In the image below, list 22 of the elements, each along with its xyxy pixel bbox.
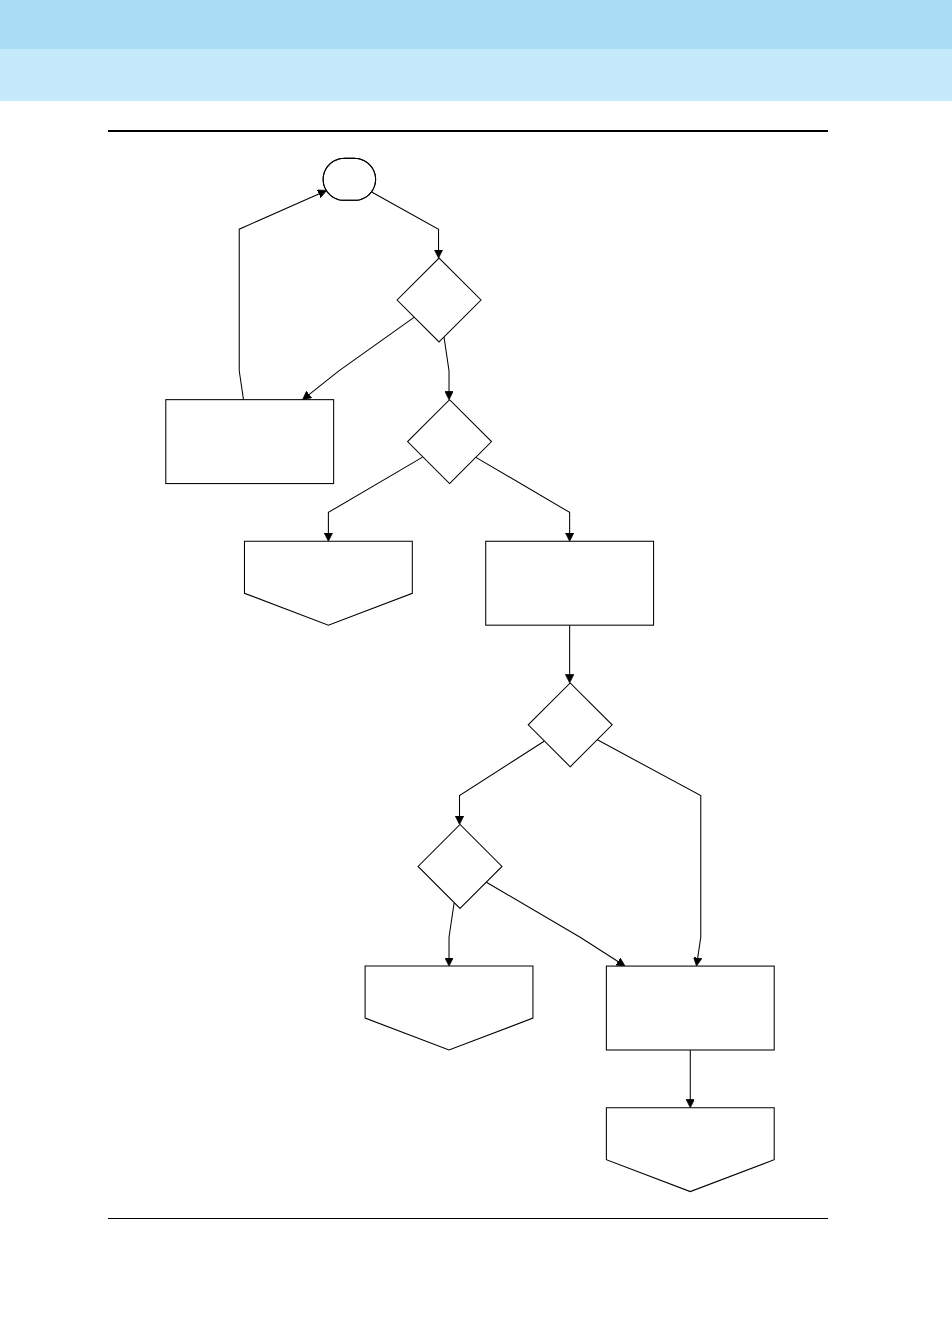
node-diamond [406,398,493,485]
node-box [485,540,655,626]
arrow [444,902,455,967]
arrow [485,881,626,967]
node-diamond [417,823,503,910]
arrow [302,316,415,401]
arrow [565,624,575,684]
arrow [371,191,444,259]
node-diamond [396,257,482,343]
node-diamond [527,682,613,768]
node-pentagon [243,540,413,626]
arrow [596,739,703,967]
node-box [605,965,775,1051]
arrow [454,740,545,825]
arrow [474,456,575,542]
node-box [165,399,335,485]
arrow [443,336,454,401]
arrow [238,189,327,401]
node-pentagon [605,1107,775,1193]
arrow [323,456,424,542]
node-pentagon [364,965,534,1051]
arrow [685,1049,695,1109]
